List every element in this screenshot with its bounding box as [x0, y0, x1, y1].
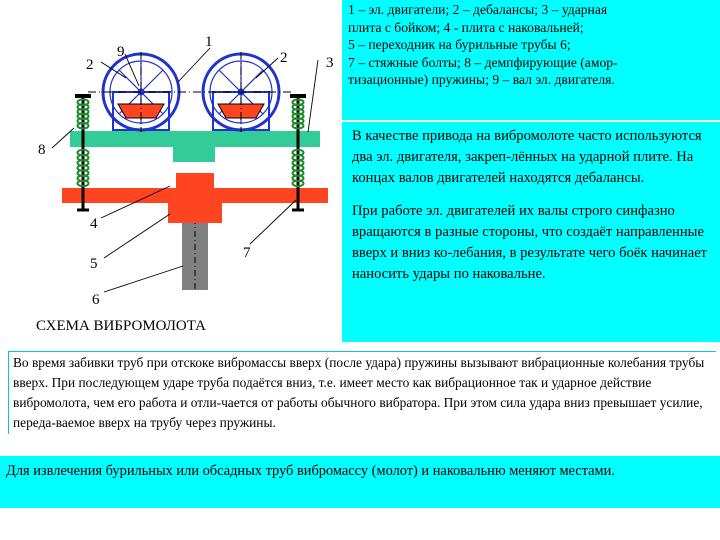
spring-coil — [291, 121, 305, 130]
extraction-paragraph-text: Для извлечения бурильных или обсадных тр… — [6, 463, 615, 479]
callout-6: 6 — [92, 292, 100, 308]
description-box: В качестве привода на вибромолоте часто … — [342, 122, 720, 342]
extraction-paragraph: Для извлечения бурильных или обсадных тр… — [0, 456, 720, 508]
legend-line: 7 – стяжные болты; 8 – демпфирующие (амо… — [348, 54, 618, 70]
diagram-caption: СХЕМА ВИБРОМОЛОТА — [36, 318, 206, 334]
callout-4: 4 — [90, 216, 98, 232]
unbalance-mass-left — [117, 103, 165, 119]
unbalance-mass-right — [217, 103, 265, 119]
description-paragraph-operation: При работе эл. двигателей их валы строго… — [352, 202, 708, 283]
vibration-paragraph-text: Во время забивки труб при отскоке вибром… — [8, 351, 716, 434]
legend-line: плита с бойком; 4 - плита с наковальней; — [348, 19, 584, 35]
callout-7: 7 — [243, 245, 251, 261]
callout-2-left: 2 — [86, 57, 94, 73]
anvil-plate — [62, 188, 328, 203]
callout-9: 9 — [117, 44, 125, 60]
vibration-paragraph: Во время забивки труб при отскоке вибром… — [0, 347, 720, 455]
hammer-boss — [173, 146, 215, 162]
striker-head — [176, 173, 214, 190]
legend-line: тизационные) пружины; 9 – вал эл. двигат… — [348, 72, 615, 88]
callout-2-right: 2 — [280, 50, 288, 66]
legend-line: 1 – эл. двигатели; 2 – дебалансы; 3 – уд… — [348, 2, 608, 17]
vibro-hammer-diagram: 2 9 1 2 3 8 4 5 7 6 СХЕМА ВИБРОМОЛОТА — [36, 34, 334, 334]
pipe-adapter — [168, 203, 222, 223]
legend-line: 5 – переходник на бурильные трубы 6; — [348, 37, 571, 53]
damping-springs — [76, 98, 305, 188]
impact-plate — [70, 131, 320, 147]
callout-3: 3 — [326, 55, 334, 71]
callout-8: 8 — [38, 142, 46, 158]
callout-1: 1 — [205, 34, 213, 50]
callout-5: 5 — [90, 256, 98, 272]
spring-coil — [291, 179, 305, 188]
description-paragraph-drive: В качестве привода на вибромолоте часто … — [352, 128, 702, 187]
spring-coil — [76, 179, 90, 188]
legend-box: 1 – эл. двигатели; 2 – дебалансы; 3 – уд… — [342, 0, 720, 120]
spring-coil — [76, 121, 90, 130]
